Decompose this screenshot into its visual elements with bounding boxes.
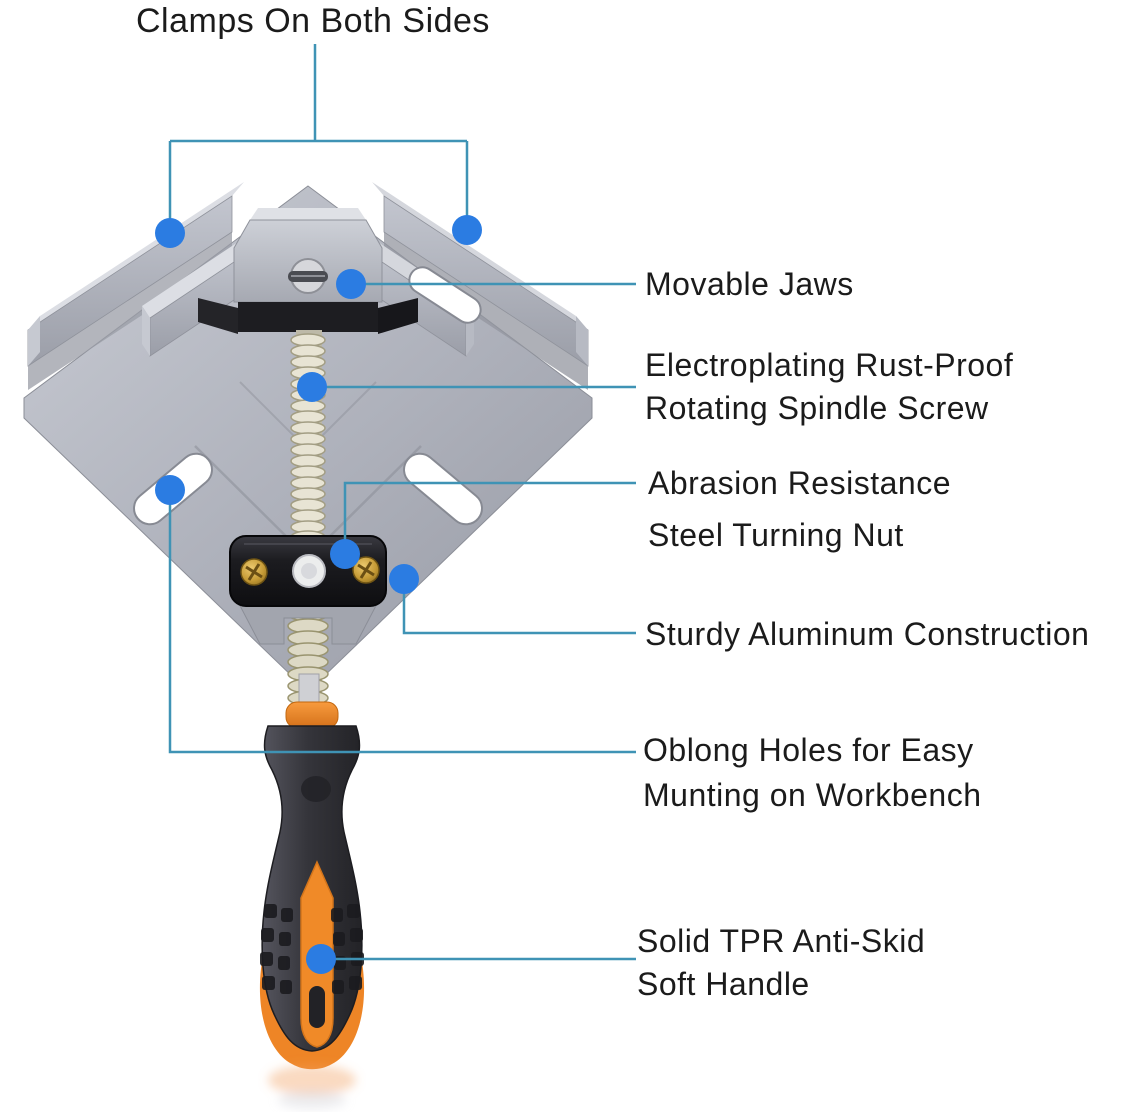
callout-dot-soft-handle — [306, 944, 336, 974]
label-handle-line1: Solid TPR Anti-Skid — [637, 923, 926, 959]
label-movable-jaws: Movable Jaws — [645, 266, 854, 302]
callout-dots — [155, 215, 482, 974]
callout-line-oblong-holes — [168, 490, 636, 754]
label-handle-line2: Soft Handle — [637, 966, 810, 1002]
label-oblong-line2: Munting on Workbench — [643, 777, 982, 813]
callout-line-turning-nut — [343, 481, 636, 553]
left-channel — [28, 232, 232, 390]
label-abrasion-line1: Abrasion Resistance — [648, 465, 951, 501]
handle-dimple — [301, 776, 331, 802]
callout-lines — [168, 44, 636, 961]
handle-graphic — [259, 673, 365, 1109]
label-oblong-line1: Oblong Holes for Easy — [643, 732, 974, 768]
right-outer-jaw-rail — [372, 182, 589, 367]
handle-reflection — [268, 1065, 356, 1109]
jaw-pads — [198, 298, 418, 334]
oblong-hole-right — [403, 452, 483, 526]
nut-center-bearing-inner — [301, 563, 317, 579]
callout-line-clamps — [168, 44, 469, 232]
callout-dot-movable-jaws — [336, 269, 366, 299]
callout-line-aluminum — [402, 580, 636, 635]
label-sturdy-aluminum: Sturdy Aluminum Construction — [645, 616, 1090, 652]
callout-dot-oblong-holes — [155, 475, 185, 505]
callout-dot-spindle-screw — [297, 372, 327, 402]
turning-nut — [229, 535, 387, 607]
label-abrasion-line2: Steel Turning Nut — [648, 517, 904, 553]
nut-bracket — [235, 597, 381, 645]
grip-notches — [260, 904, 364, 994]
label-electroplating-line2: Rotating Spindle Screw — [645, 390, 989, 426]
callout-dot-aluminum — [389, 564, 419, 594]
callout-dot-turning-nut — [330, 539, 360, 569]
brass-screw-right — [352, 556, 380, 584]
label-clamps-on-both-sides: Clamps On Both Sides — [136, 2, 490, 40]
handle-hang-hole — [309, 986, 325, 1028]
callout-dot-clamps-right — [452, 215, 482, 245]
brass-screw-left — [240, 558, 268, 586]
right-channel — [384, 232, 588, 390]
handle-collar — [285, 701, 339, 729]
label-electroplating-line1: Electroplating Rust-Proof — [645, 347, 1014, 383]
callout-dot-clamps-left — [155, 218, 185, 248]
